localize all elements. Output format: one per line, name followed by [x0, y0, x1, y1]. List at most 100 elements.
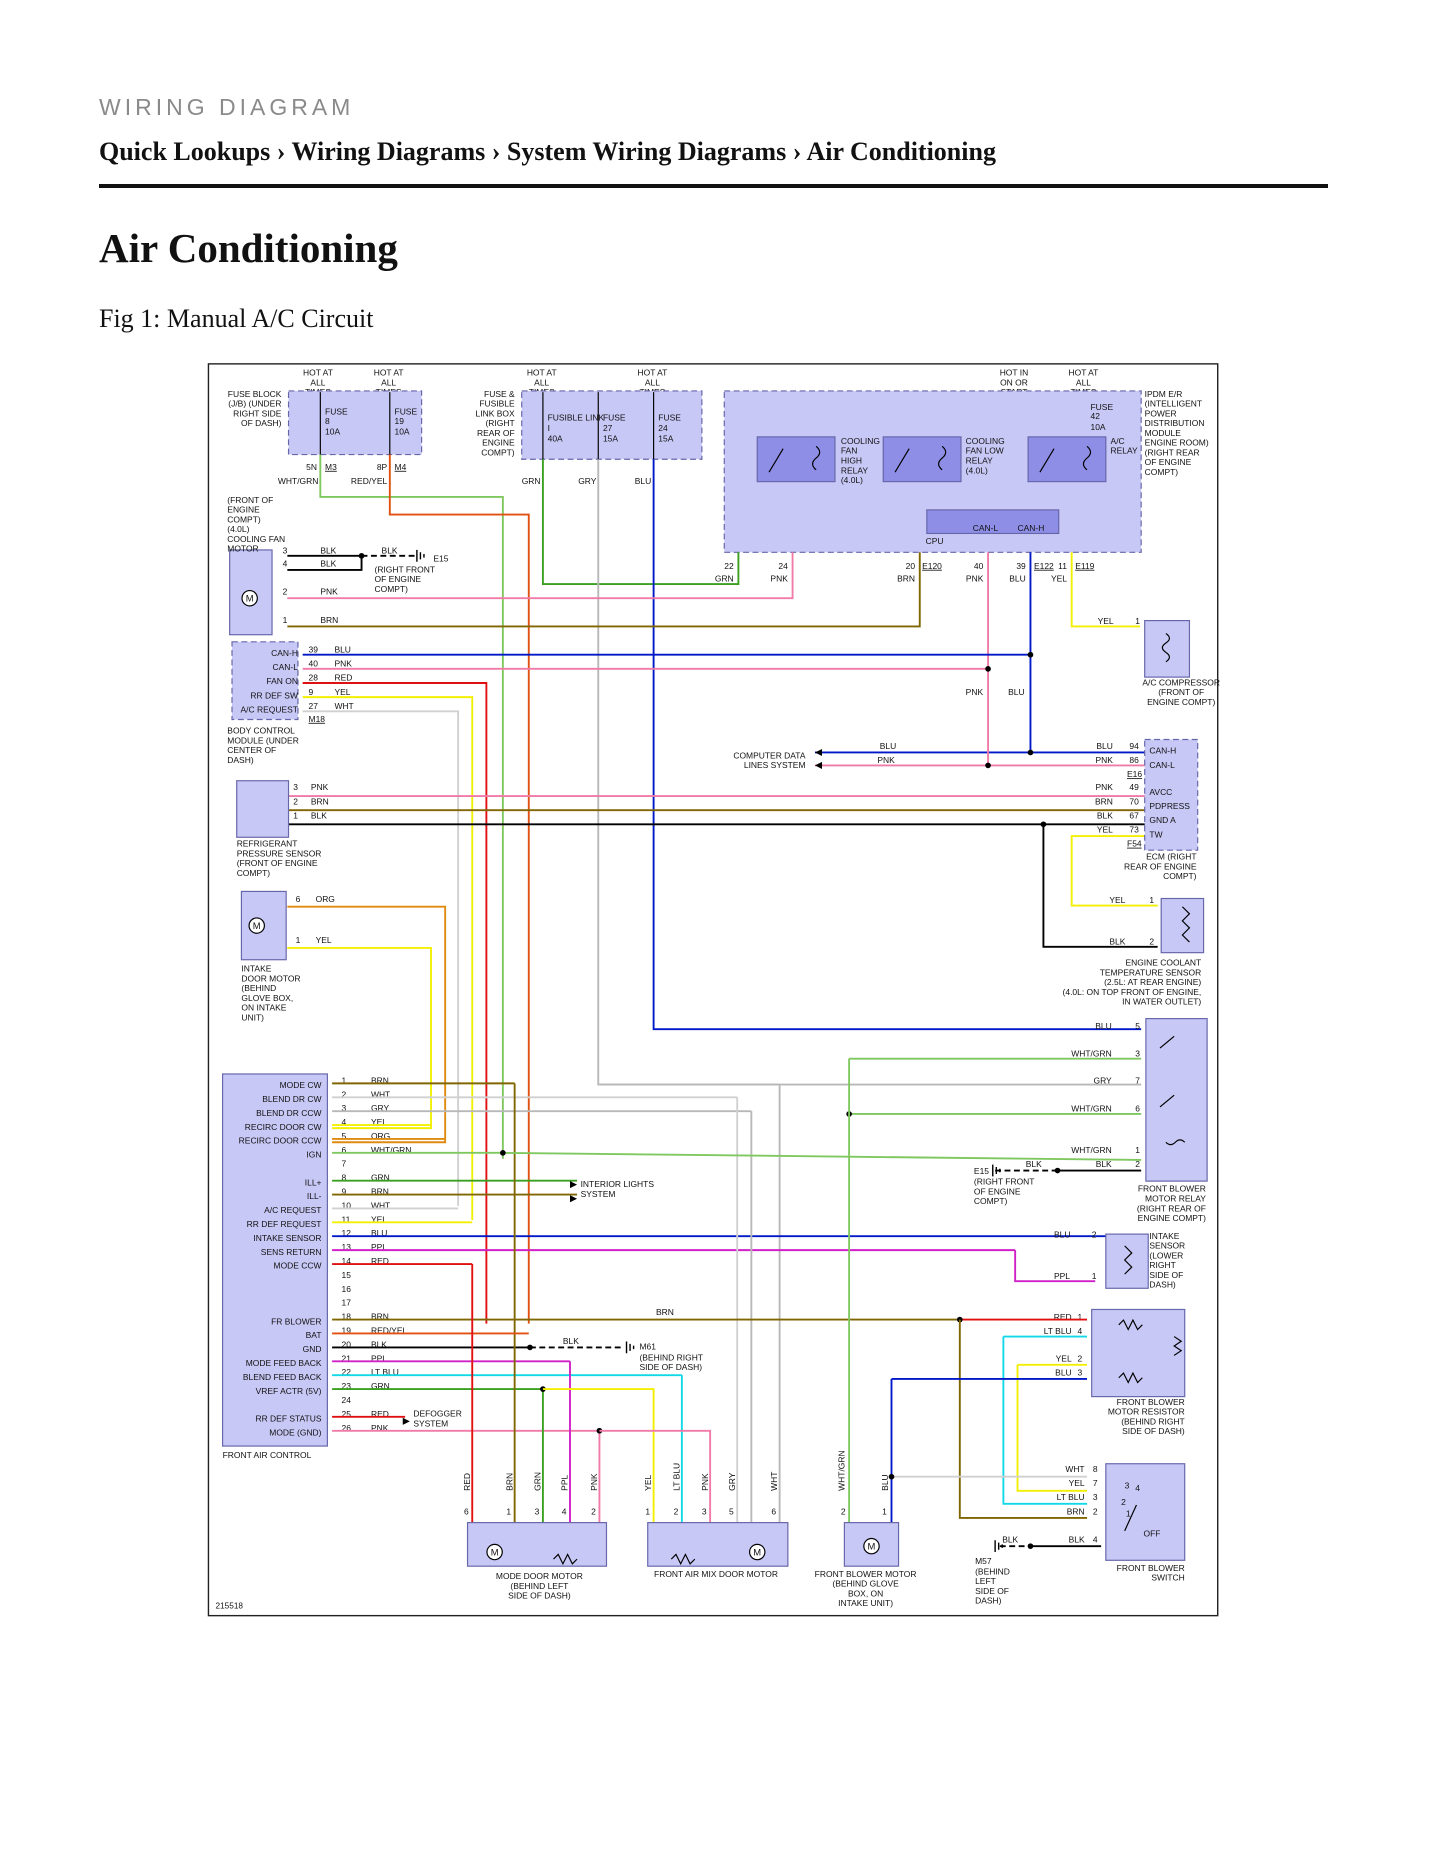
link-box-label: COMPT) [481, 447, 515, 457]
breadcrumb-item[interactable]: Wiring Diagrams [291, 137, 486, 166]
ground-symbol [625, 1341, 635, 1354]
ground-label: DASH) [975, 1596, 1002, 1606]
computer-data-label: LINES SYSTEM [744, 760, 806, 770]
wire-blk-ect [1042, 824, 1158, 948]
wire-label: LT BLU [371, 1367, 399, 1377]
wire-red-yel [388, 454, 530, 1324]
breadcrumb-item[interactable]: System Wiring Diagrams [506, 137, 787, 166]
pin: 67 [1129, 810, 1139, 820]
cooling-fan-label: MOTOR [227, 544, 258, 554]
connector: E16 [1127, 769, 1142, 779]
intake-motor-symbol [248, 917, 265, 934]
fuse-amp: 15A [658, 434, 673, 444]
pin: 27 [309, 701, 319, 711]
ground-name: M61 [639, 1342, 656, 1352]
refrigerant-sensor-label: PRESSURE SENSOR [237, 848, 322, 858]
front-blower-relay [1145, 1018, 1208, 1182]
pin: 1 [342, 1075, 347, 1085]
pin: 1 [296, 935, 301, 945]
wire-label: RED [371, 1256, 389, 1266]
pin: 17 [342, 1298, 352, 1308]
page-title: Air Conditioning [99, 225, 398, 271]
arrow-icon [402, 1417, 410, 1425]
fac-signal: RR DEF STATUS [255, 1414, 321, 1424]
pin: 11 [342, 1214, 351, 1224]
wire-label-vertical: PNK [589, 1473, 599, 1491]
wire-blk-fan [287, 555, 363, 571]
intake-door-label: ON INTAKE [241, 1003, 286, 1013]
fuse-num: 24 [658, 423, 668, 433]
connector: E119 [1075, 561, 1094, 571]
wire-blu [652, 459, 1142, 1031]
wire-label: YEL [1056, 1353, 1072, 1363]
pin: 22 [724, 561, 734, 571]
mode-door-label: (BEHIND LEFT [510, 1581, 568, 1591]
connector: M3 [325, 462, 337, 472]
ipdm-label: OF ENGINE [1145, 457, 1192, 467]
blower-switch-label: SWITCH [1151, 1573, 1184, 1583]
hot-label: ALL [381, 377, 396, 387]
ect-label: IN WATER OUTLET) [1122, 997, 1201, 1007]
pin: 2 [283, 587, 288, 597]
pin: 1 [1078, 1312, 1083, 1322]
pin: 1 [645, 1506, 650, 1516]
ground-label: COMPT) [974, 1196, 1008, 1206]
bcm-label: CENTER OF [227, 745, 276, 755]
blower-resistor-label: MOTOR RESISTOR [1108, 1407, 1185, 1417]
fac-signal: A/C REQUEST [264, 1205, 321, 1215]
refrigerant-sensor-label: REFRIGERANT [237, 839, 298, 849]
fuse-block-label: OF DASH) [241, 418, 282, 428]
fuse-name: FUSE [325, 407, 348, 417]
bcm-signal: CAN-L [273, 662, 299, 672]
switch-position: 1 [1126, 1509, 1131, 1519]
ground-name: E15 [433, 554, 448, 564]
pin: 7 [1135, 1075, 1140, 1085]
cpu [926, 509, 1060, 535]
pin: 1 [882, 1506, 887, 1516]
wire-label-vertical: PPL [560, 1475, 570, 1491]
fuse-amp: 10A [325, 427, 340, 437]
refrigerant-sensor-label: (FRONT OF ENGINE [237, 858, 318, 868]
wire-label: GRN [371, 1381, 390, 1391]
mode-door-motor [466, 1522, 608, 1567]
fuse-name: FUSE [658, 412, 681, 422]
wire-label: GRN [522, 476, 541, 486]
wire-label: PNK [966, 687, 984, 697]
fuse-block [287, 390, 423, 456]
pin: 12 [342, 1228, 352, 1238]
ecm [1144, 738, 1199, 851]
intake-sensor-label: SENSOR [1149, 1241, 1185, 1251]
switch-position: 4 [1135, 1483, 1140, 1493]
cpu-label: CPU [926, 536, 944, 546]
wire-label-vertical: YEL [643, 1475, 653, 1491]
link-box-label: LINK BOX [476, 408, 515, 418]
wire-label: WHT [1065, 1464, 1084, 1474]
wire-label: WHT/GRN [1071, 1104, 1111, 1114]
intake-sensor-label: INTAKE [1149, 1231, 1179, 1241]
pin: 20 [342, 1339, 352, 1349]
wire-label-vertical: GRY [727, 1472, 737, 1491]
fac-signal: MODE CW [280, 1080, 322, 1090]
fuse-amp: 10A [1091, 422, 1106, 432]
refrigerant-sensor-label: COMPT) [237, 868, 271, 878]
wire-label: BLU [1008, 687, 1024, 697]
wire-label: BLK [1002, 1535, 1018, 1545]
wire-label: RED [371, 1409, 389, 1419]
pin: 3 [1093, 1492, 1098, 1502]
fuse-name: FUSIBLE LINK [548, 412, 605, 422]
fuse-block-label: (J/B) (UNDER [228, 399, 281, 409]
fac-signal: RR DEF REQUEST [247, 1219, 322, 1229]
fac-signal: RECIRC DOOR CW [245, 1122, 322, 1132]
pin: 5N [306, 462, 317, 472]
ground-label: COMPT) [374, 584, 408, 594]
pin: 5 [342, 1131, 347, 1141]
ground-name: E15 [974, 1166, 989, 1176]
switch-position: OFF [1144, 1529, 1161, 1539]
pin: 7 [342, 1159, 347, 1169]
breadcrumb-item[interactable]: Quick Lookups [99, 137, 271, 166]
fac-signal: BAT [306, 1330, 322, 1340]
relay [1027, 436, 1107, 483]
pin: 1 [1092, 1271, 1097, 1281]
ecm-signal: CAN-H [1149, 746, 1176, 756]
